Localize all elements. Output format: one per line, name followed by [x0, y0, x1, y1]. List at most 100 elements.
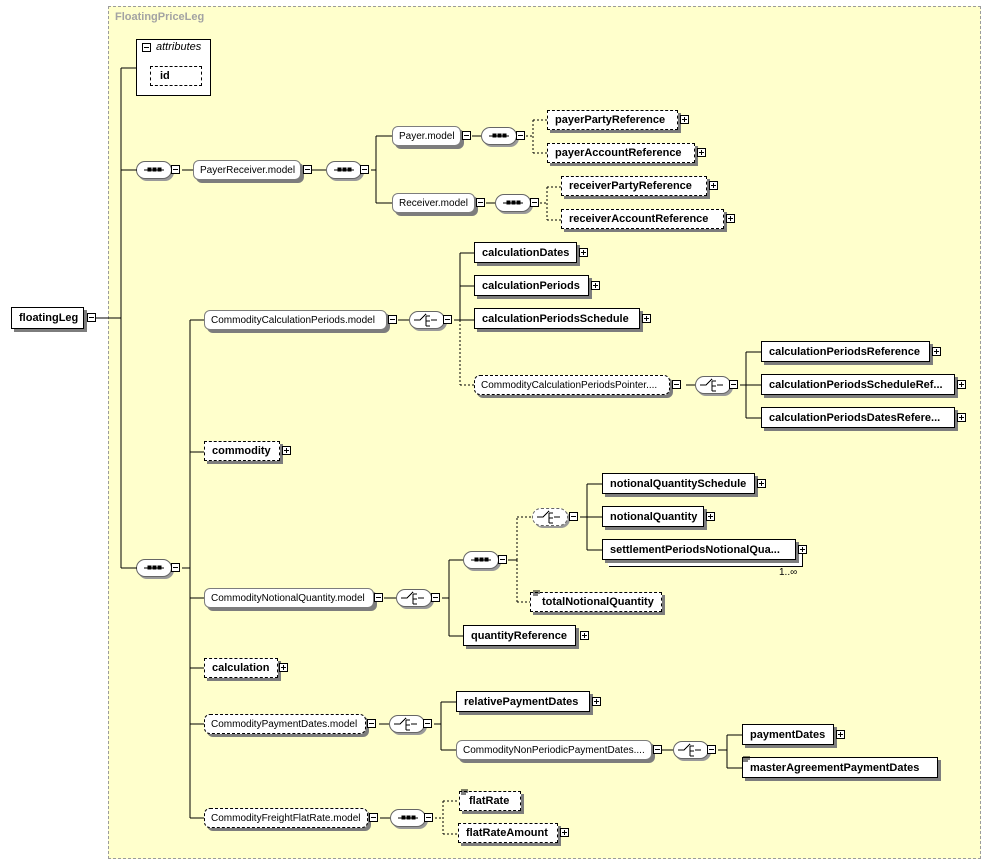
group-non-periodic-payment-collapse-icon[interactable] [653, 745, 662, 754]
root-collapse-icon[interactable] [87, 313, 96, 322]
sequence-glyph [503, 200, 523, 205]
element-payment-dates[interactable]: paymentDates [742, 724, 834, 745]
choice-notional-collapse-icon[interactable] [431, 593, 440, 602]
attribute-id[interactable]: id [150, 66, 202, 86]
sequence-freight-collapse-icon[interactable] [424, 813, 433, 822]
group-payment-dates-collapse-icon[interactable] [367, 719, 376, 728]
group-freight-flat-rate-model[interactable]: CommodityFreightFlatRate.model [204, 808, 368, 828]
element-label: settlementPeriodsNotionalQua... [610, 543, 780, 556]
element-calculation-dates[interactable]: calculationDates [474, 242, 577, 263]
choice-notional-inner-collapse-icon[interactable] [569, 512, 578, 521]
sequence-payer-collapse-icon[interactable] [516, 131, 525, 140]
choice-non-periodic-collapse-icon[interactable] [707, 745, 716, 754]
expand-icon[interactable] [279, 663, 288, 672]
group-calc-periods-pointer-collapse-icon[interactable] [672, 380, 681, 389]
element-commodity[interactable]: commodity [204, 441, 280, 461]
expand-icon[interactable] [642, 314, 651, 323]
root-element-label: floatingLeg [19, 312, 79, 324]
expand-icon[interactable] [706, 512, 715, 521]
sequence-notional-collapse-icon[interactable] [498, 555, 507, 564]
group-receiver-model[interactable]: Receiver.model [392, 193, 475, 213]
element-notional-quantity[interactable]: notionalQuantity [602, 506, 704, 527]
element-flat-rate-amount[interactable]: flatRateAmount [458, 823, 558, 843]
expand-icon[interactable] [798, 545, 807, 554]
group-calc-periods-collapse-icon[interactable] [388, 315, 397, 324]
root-element-floatingleg[interactable]: floatingLeg [11, 307, 84, 329]
element-relative-payment-dates[interactable]: relativePaymentDates [456, 691, 590, 712]
choice-pointer-collapse-icon[interactable] [729, 380, 738, 389]
expand-icon[interactable] [592, 697, 601, 706]
group-payment-dates-model[interactable]: CommodityPaymentDates.model [204, 714, 366, 734]
element-receiver-account-reference[interactable]: receiverAccountReference [561, 209, 724, 229]
expand-icon[interactable] [709, 181, 718, 190]
group-receiver-collapse-icon[interactable] [476, 198, 485, 207]
group-payment-dates-label: CommodityPaymentDates.model [211, 718, 358, 730]
element-calculation-periods-dates-ref[interactable]: calculationPeriodsDatesRefere... [761, 407, 955, 428]
element-calculation-periods-schedule[interactable]: calculationPeriodsSchedule [474, 308, 640, 329]
group-notional-quantity-collapse-icon[interactable] [374, 593, 383, 602]
attributes-header: attributes [156, 41, 202, 53]
sequence-payer-receiver-collapse-icon[interactable] [360, 165, 369, 174]
group-freight-flat-rate-label: CommodityFreightFlatRate.model [211, 812, 361, 824]
group-payer-collapse-icon[interactable] [462, 131, 471, 140]
choice-glyph [537, 510, 560, 524]
element-payer-account-reference[interactable]: payerAccountReference [547, 143, 695, 163]
expand-icon[interactable] [957, 413, 966, 422]
element-flat-rate[interactable]: flatRate [459, 791, 521, 811]
expand-icon[interactable] [591, 281, 600, 290]
element-payer-party-reference[interactable]: payerPartyReference [547, 110, 678, 130]
element-settlement-periods-notional-quantity[interactable]: settlementPeriodsNotionalQua... [602, 539, 796, 560]
group-calc-periods-model[interactable]: CommodityCalculationPeriods.model [204, 310, 387, 330]
group-calc-periods-pointer[interactable]: CommodityCalculationPeriodsPointer.... [474, 375, 670, 395]
element-label: masterAgreementPaymentDates [750, 761, 920, 774]
element-quantity-reference[interactable]: quantityReference [463, 625, 576, 646]
sequence-2-collapse-icon[interactable] [171, 563, 180, 572]
element-label: totalNotionalQuantity [542, 596, 654, 608]
expand-icon[interactable] [697, 148, 706, 157]
element-calculation[interactable]: calculation [204, 658, 278, 678]
attributes-collapse-icon[interactable] [142, 43, 151, 52]
expand-icon[interactable] [932, 347, 941, 356]
element-notional-quantity-schedule[interactable]: notionalQuantitySchedule [602, 473, 755, 494]
group-freight-flat-rate-collapse-icon[interactable] [369, 813, 378, 822]
element-master-agreement-payment-dates[interactable]: masterAgreementPaymentDates [742, 757, 938, 778]
group-non-periodic-payment[interactable]: CommodityNonPeriodicPaymentDates.... [456, 740, 652, 760]
group-payer-model[interactable]: Payer.model [392, 126, 461, 146]
expand-icon[interactable] [580, 631, 589, 640]
container-title: FloatingPriceLeg [115, 11, 205, 23]
element-calculation-periods-reference[interactable]: calculationPeriodsReference [761, 341, 930, 362]
group-non-periodic-payment-label: CommodityNonPeriodicPaymentDates.... [463, 744, 645, 756]
sequence-1-collapse-icon[interactable] [171, 165, 180, 174]
group-payer-label: Payer.model [399, 130, 455, 142]
sequence-glyph [398, 815, 418, 820]
group-notional-quantity-model[interactable]: CommodityNotionalQuantity.model [204, 588, 374, 608]
element-calculation-periods[interactable]: calculationPeriods [474, 275, 589, 296]
element-label: calculationDates [482, 246, 570, 259]
element-label: notionalQuantitySchedule [610, 477, 747, 490]
choice-payment-collapse-icon[interactable] [423, 719, 432, 728]
element-label: payerPartyReference [555, 114, 666, 126]
element-label: paymentDates [750, 728, 826, 741]
group-receiver-label: Receiver.model [399, 197, 468, 209]
expand-icon[interactable] [579, 248, 588, 257]
element-receiver-party-reference[interactable]: receiverPartyReference [561, 176, 707, 196]
expand-icon[interactable] [726, 214, 735, 223]
element-total-notional-quantity[interactable]: totalNotionalQuantity [530, 592, 662, 612]
expand-icon[interactable] [957, 380, 966, 389]
expand-icon[interactable] [282, 446, 291, 455]
group-payer-receiver-collapse-icon[interactable] [303, 165, 312, 174]
expand-icon[interactable] [680, 115, 689, 124]
expand-icon[interactable] [757, 479, 766, 488]
choice-calc-periods-collapse-icon[interactable] [443, 315, 452, 324]
group-payer-receiver-label: PayerReceiver.model [200, 164, 296, 176]
expand-icon[interactable] [560, 828, 569, 837]
element-calculation-periods-schedule-ref[interactable]: calculationPeriodsScheduleRef... [761, 374, 955, 395]
sequence-glyph [334, 167, 354, 172]
choice-glyph [394, 717, 417, 731]
sequence-receiver-collapse-icon[interactable] [530, 198, 539, 207]
expand-icon[interactable] [836, 730, 845, 739]
group-payer-receiver-model[interactable]: PayerReceiver.model [193, 160, 301, 180]
sequence-glyph [144, 167, 164, 172]
simple-type-icon [743, 756, 750, 762]
